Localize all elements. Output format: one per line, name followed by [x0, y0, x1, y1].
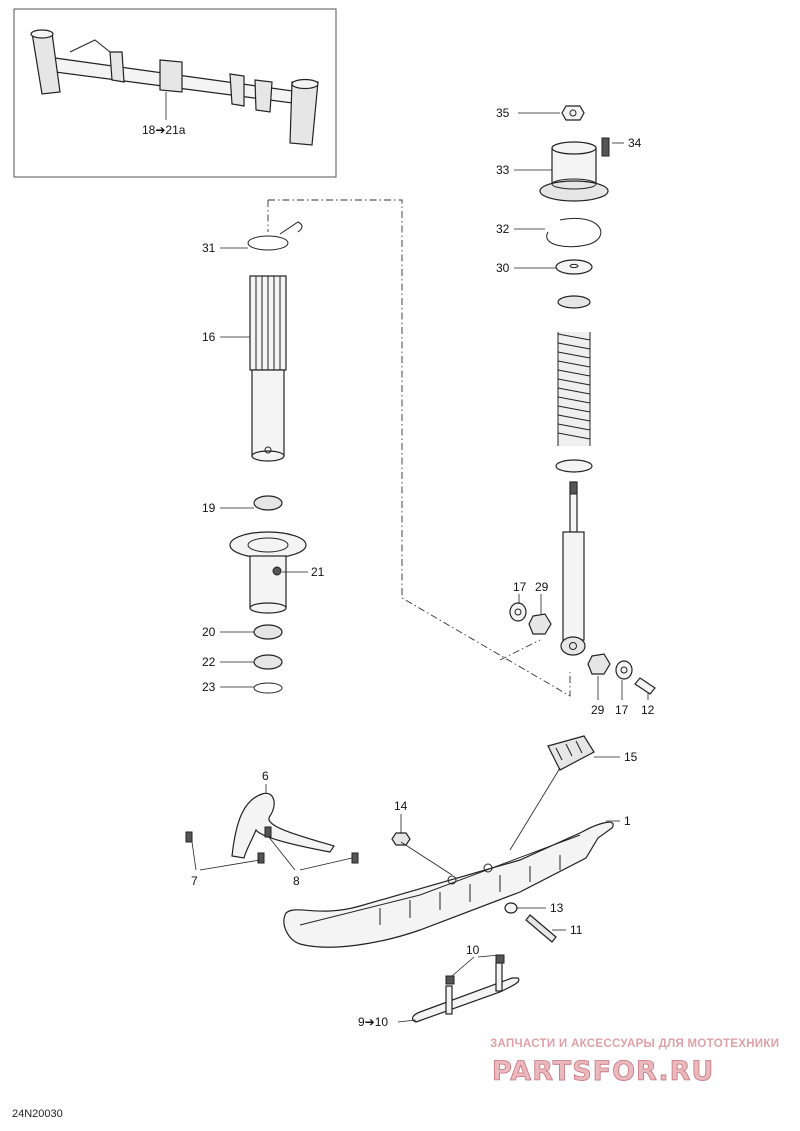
callout-23: 23	[202, 680, 216, 694]
shock-absorber-group	[509, 105, 656, 695]
spindle-group	[229, 221, 307, 694]
callout-30: 30	[496, 261, 510, 275]
callout-21: 21	[311, 565, 325, 579]
callout-16: 16	[202, 330, 216, 344]
callout-31: 31	[202, 241, 216, 255]
callout-7: 7	[191, 874, 198, 888]
callout-33: 33	[496, 163, 510, 177]
callout-29-right: 29	[591, 703, 605, 717]
watermark-brand: PARTSFOR.RU	[492, 1056, 714, 1087]
callout-34: 34	[628, 136, 642, 150]
callout-35: 35	[496, 106, 510, 120]
callout-20: 20	[202, 625, 216, 639]
leader-lines	[191, 112, 649, 1023]
callout-15: 15	[624, 750, 638, 764]
ski-group	[185, 735, 614, 1023]
callout-17-left: 17	[513, 580, 527, 594]
callout-17-right: 17	[615, 703, 629, 717]
diagram-code: 24N20030	[12, 1108, 63, 1120]
callout-22: 22	[202, 655, 216, 669]
callout-12: 12	[641, 703, 655, 717]
callout-13: 13	[550, 901, 564, 915]
callout-1: 1	[624, 814, 631, 828]
callout-32: 32	[496, 222, 510, 236]
coil-spring	[557, 332, 591, 446]
callout-19: 19	[202, 501, 216, 515]
callout-14: 14	[394, 799, 408, 813]
crossmember-inset	[13, 8, 337, 178]
watermark-subtitle: ЗАПЧАСТИ И АКСЕССУАРЫ ДЛЯ МОТОТЕХНИКИ	[490, 1038, 779, 1050]
assembly-dash-line	[268, 199, 571, 697]
callout-29-left: 29	[535, 580, 549, 594]
callout-8: 8	[293, 874, 300, 888]
callout-6: 6	[262, 769, 269, 783]
callout-18-21a: 18➔21a	[142, 123, 186, 137]
callout-11: 11	[570, 923, 583, 937]
callout-10: 10	[466, 943, 480, 957]
callout-9-10: 9➔10	[358, 1015, 388, 1029]
